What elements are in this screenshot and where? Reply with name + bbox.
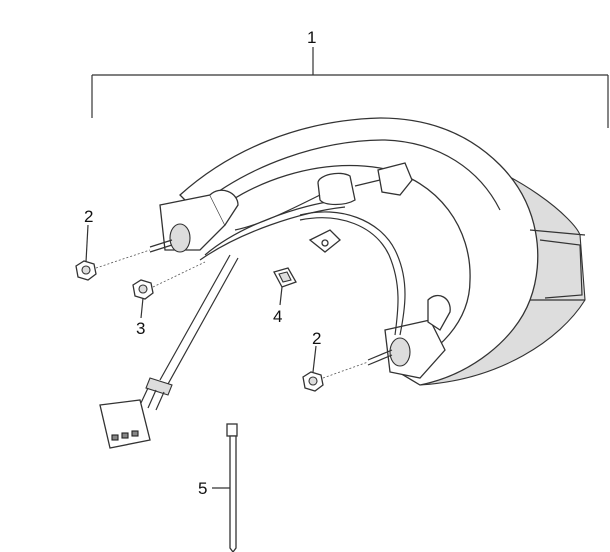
wiring-harness [99,162,413,449]
leader-4 [279,286,283,306]
leader-3 [140,297,144,319]
callout-5: 5 [198,479,207,498]
callout-1: 1 [307,28,316,47]
assembly-bracket [91,47,609,128]
speed-clip [273,267,297,288]
nut-center [132,261,206,300]
nut-right [302,361,369,392]
callout-2-left: 2 [84,207,93,226]
taillight-housing [179,117,586,386]
left-mount [149,189,239,253]
leader-2a [85,224,89,263]
callout-3: 3 [136,319,145,338]
nut-left [75,249,151,281]
cable-tie [226,423,238,552]
callout-4: 4 [273,307,282,326]
callout-2-right: 2 [312,329,321,348]
leader-2b [312,345,317,373]
